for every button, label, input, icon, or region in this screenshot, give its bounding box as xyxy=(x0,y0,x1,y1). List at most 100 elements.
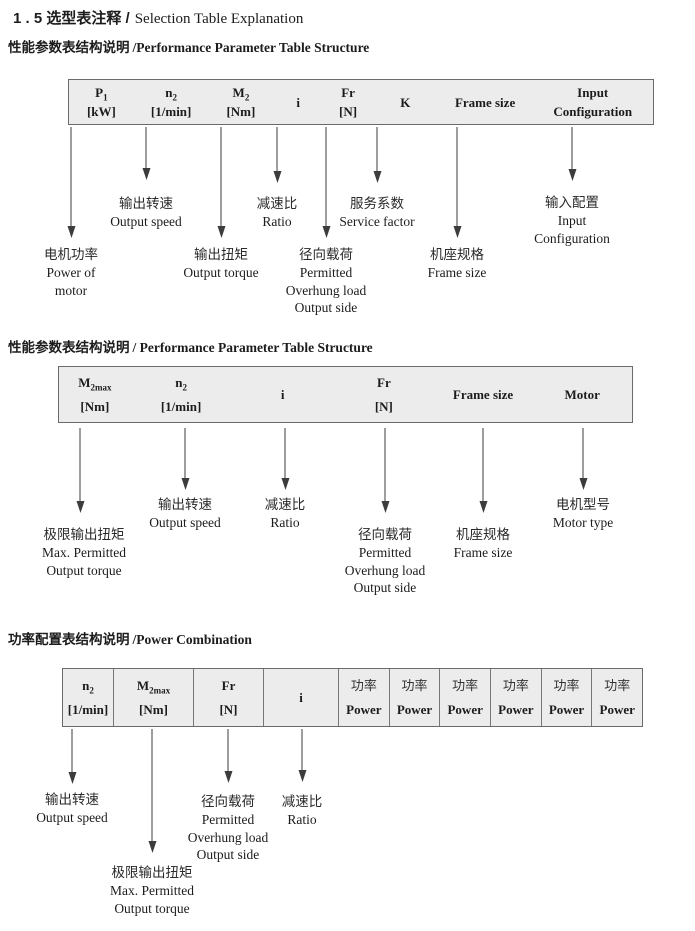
arrow-fr xyxy=(227,729,229,771)
column-unit: [N] xyxy=(219,701,238,717)
label-output-speed: 输出转速 Output speed xyxy=(149,497,221,530)
section3-heading: 功率配置表结构说明/Power Combination xyxy=(8,628,252,649)
arrow-n2 xyxy=(145,127,147,168)
section3-heading-en: /Power Combination xyxy=(132,632,252,647)
label-motor-power: 电机功率 Power of motor xyxy=(44,247,98,298)
label-frame-size: 机座规格 Frame size xyxy=(427,247,487,280)
arrow-input-configuration xyxy=(571,127,573,169)
column-header-power-6: 功率 Power xyxy=(599,677,635,717)
column-header-m2max: M2max [Nm] xyxy=(59,367,131,422)
column-unit: [1/min] xyxy=(160,398,202,414)
arrow-i xyxy=(276,127,278,171)
column-header-n2: n2 [1/min] xyxy=(134,80,209,124)
arrow-motor xyxy=(582,428,584,478)
column-unit: [Nm] xyxy=(80,398,110,414)
column-symbol: i xyxy=(299,689,303,705)
column-symbol: i xyxy=(280,386,285,402)
column-symbol: n2 xyxy=(82,677,94,696)
column-header-power-5: 功率 Power xyxy=(542,669,593,726)
column-unit: [kW] xyxy=(86,104,116,119)
column-symbol: M2max xyxy=(136,677,171,696)
arrow-m2 xyxy=(220,127,222,226)
column-header-fr: Fr [N] xyxy=(323,80,373,124)
column-header-power-4: 功率 Power xyxy=(491,669,542,726)
column-header-input-configuration: Input Configuration xyxy=(532,80,653,124)
column-symbol: Input xyxy=(577,85,609,100)
arrow-n2 xyxy=(184,428,186,478)
column-header-frame-size: Frame size xyxy=(438,80,533,124)
label-overhung-load: 径向载荷 Permitted Overhung load Output side xyxy=(285,247,367,315)
section1-heading-en: /Performance Parameter Table Structure xyxy=(132,40,370,55)
column-header-power-3: 功率 Power xyxy=(440,669,492,726)
column-symbol: K xyxy=(400,94,411,110)
table-power-combination: n2 [1/min] M2max [Nm] Fr [N] i 功率 Power … xyxy=(62,668,643,727)
column-symbol: n2 xyxy=(175,374,187,393)
column-symbol: Fr xyxy=(221,677,236,693)
section1-heading-cn: 性能参数表结构说明 xyxy=(8,40,130,55)
arrow-i xyxy=(284,428,286,478)
label-overhung-load: 径向载荷 Permitted Overhung load Output side xyxy=(187,794,269,862)
column-symbol: Fr xyxy=(341,85,355,100)
arrow-fr xyxy=(384,428,386,501)
table-performance-parameters-2: M2max [Nm] n2 [1/min] i Fr [N] Frame siz… xyxy=(58,366,633,423)
page-title-en: Selection Table Explanation xyxy=(134,11,304,27)
label-output-speed: 输出转速 Output speed xyxy=(110,196,182,229)
column-unit: [1/min] xyxy=(150,104,192,119)
table-performance-parameters-1: P1 [kW] n2 [1/min] M2 [Nm] i Fr [N] K Fr… xyxy=(68,79,654,125)
label-ratio: 减速比 Ratio xyxy=(264,497,306,530)
section2-heading-en: / Performance Parameter Table Structure xyxy=(132,340,373,355)
column-symbol: Frame size xyxy=(454,94,516,110)
section3-heading-cn: 功率配置表结构说明 xyxy=(8,632,130,647)
label-frame-size: 机座规格 Frame size xyxy=(453,527,513,560)
column-header-frame-size: Frame size xyxy=(434,367,533,422)
page-title-cn: 1 . 5 选型表注释 / xyxy=(13,10,130,27)
label-overhung-load: 径向载荷 Permitted Overhung load Output side xyxy=(344,527,426,595)
column-symbol: Frame size xyxy=(452,386,514,402)
label-motor-type: 电机型号 Motor type xyxy=(552,497,614,530)
column-header-fr: Fr [N] xyxy=(334,367,434,422)
column-header-power-2: 功率 Power xyxy=(390,669,441,726)
label-output-speed: 输出转速 Output speed xyxy=(36,792,108,825)
arrow-frame-size xyxy=(482,428,484,501)
page-title: 1 . 5 选型表注释 /Selection Table Explanation xyxy=(13,7,303,28)
column-header-m2: M2 [Nm] xyxy=(209,80,274,124)
column-unit: [Nm] xyxy=(226,104,256,119)
column-unit: [Nm] xyxy=(139,701,168,717)
column-header-fr: Fr [N] xyxy=(194,669,264,726)
label-input-configuration: 输入配置 Input Configuration xyxy=(534,195,610,246)
column-header-p1: P1 [kW] xyxy=(69,80,134,124)
arrow-n2 xyxy=(71,729,73,772)
label-max-output-torque: 极限输出扭矩 Max. Permitted Output torque xyxy=(42,527,126,578)
column-symbol: Motor xyxy=(564,386,600,402)
column-header-m2max: M2max [Nm] xyxy=(114,669,194,726)
label-ratio: 减速比 Ratio xyxy=(256,196,298,229)
arrow-p1 xyxy=(70,127,72,226)
column-header-motor: Motor xyxy=(532,367,632,422)
column-unit: [N] xyxy=(339,104,358,119)
column-symbol: i xyxy=(296,94,301,110)
section1-heading: 性能参数表结构说明/Performance Parameter Table St… xyxy=(8,36,369,57)
column-header-n2: n2 [1/min] xyxy=(131,367,232,422)
label-output-torque: 输出扭矩 Output torque xyxy=(183,247,259,280)
column-unit: Configuration xyxy=(553,104,633,119)
column-unit: [N] xyxy=(374,398,393,414)
arrow-k xyxy=(376,127,378,171)
column-header-i: i xyxy=(264,669,339,726)
label-max-output-torque: 极限输出扭矩 Max. Permitted Output torque xyxy=(110,865,194,916)
column-unit: [1/min] xyxy=(67,701,109,717)
arrow-m2max xyxy=(151,729,153,841)
column-header-n2: n2 [1/min] xyxy=(63,669,114,726)
column-symbol: Fr xyxy=(377,374,391,390)
section2-heading: 性能参数表结构说明/ Performance Parameter Table S… xyxy=(8,336,373,357)
column-header-k: K xyxy=(373,80,438,124)
column-symbol: M2 xyxy=(232,85,250,103)
column-symbol: P1 xyxy=(95,85,108,103)
column-header-i: i xyxy=(231,367,334,422)
arrow-m2max xyxy=(79,428,81,501)
label-ratio: 减速比 Ratio xyxy=(281,794,323,827)
section2-heading-cn: 性能参数表结构说明 xyxy=(8,340,130,355)
column-symbol: M2max xyxy=(78,374,112,393)
arrow-i xyxy=(301,729,303,770)
column-header-i: i xyxy=(273,80,323,124)
